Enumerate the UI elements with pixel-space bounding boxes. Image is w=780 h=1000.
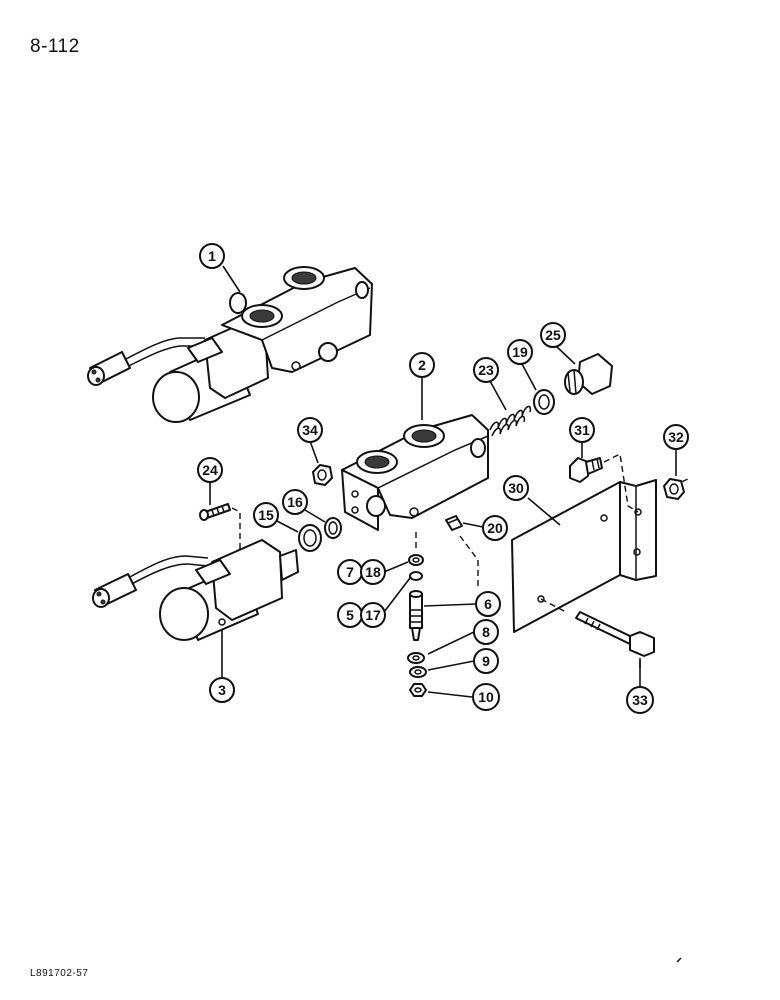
svg-text:15: 15 [258,507,274,523]
assembly-path-line [231,507,241,552]
leader-line [427,631,475,655]
callout-32: 32 [663,424,689,450]
bolt-icon [575,611,655,657]
svg-text:9: 9 [482,653,490,669]
svg-text:17: 17 [365,607,381,623]
callout-24: 24 [197,457,223,483]
solenoid-coil-icon [92,539,299,641]
callout-25: 25 [540,322,566,348]
leader-line [383,577,411,613]
callout-9: 9 [473,648,499,674]
leader-line [521,363,537,391]
callout-33: 33 [626,686,654,714]
assembly-path-line [415,532,479,606]
leader-line [527,497,561,526]
svg-text:23: 23 [478,362,494,378]
callout-31: 31 [569,417,595,443]
svg-text:34: 34 [302,422,318,438]
callout-19: 19 [507,339,533,365]
callout-3: 3 [209,677,235,703]
leader-line [462,522,484,528]
backup-ring-icon [408,554,424,566]
valve-body-icon [341,414,489,531]
scan-mark [676,957,682,963]
svg-text:18: 18 [365,564,381,580]
svg-text:32: 32 [668,429,684,445]
leader-line [489,380,507,411]
spring-icon [489,405,532,437]
svg-text:24: 24 [202,462,218,478]
leader-line [222,265,241,293]
callout-8: 8 [473,619,499,645]
callout-30: 30 [503,475,529,501]
svg-text:33: 33 [632,692,648,708]
leader-line [383,561,409,573]
leader-line [427,691,473,698]
callout-16: 16 [282,489,308,515]
washer-icon [407,652,425,664]
svg-text:7: 7 [346,564,354,580]
nut-icon [312,464,333,486]
svg-text:25: 25 [545,327,561,343]
svg-text:3: 3 [218,682,226,698]
svg-text:2: 2 [418,357,426,373]
leader-line [309,440,319,464]
svg-text:8: 8 [482,624,490,640]
nut-icon [663,478,685,500]
svg-text:19: 19 [512,344,528,360]
svg-text:10: 10 [478,689,494,705]
screw-icon [199,503,231,521]
svg-text:16: 16 [287,494,303,510]
callout-1: 1 [199,243,225,269]
leader-line [304,509,326,523]
o-ring-icon [324,517,342,539]
assembly-path-line [540,598,567,613]
callout-10: 10 [472,683,500,711]
solenoid-valve-assembly-icon [87,266,373,423]
callout-17: 17 [360,602,386,628]
bolt-icon [569,457,603,483]
plug-fitting-icon [564,353,613,395]
seal-ring-icon [298,524,322,552]
leader-line [555,345,576,365]
callout-23: 23 [473,357,499,383]
callout-6: 6 [475,591,501,617]
callout-15: 15 [253,502,279,528]
plug-icon [445,515,463,531]
illustration-reference-code: L891702-57 [30,968,89,979]
svg-text:20: 20 [487,520,503,536]
callout-7: 7 [337,559,363,585]
svg-text:30: 30 [508,480,524,496]
leader-line [427,660,475,671]
leader-line [423,603,477,607]
svg-text:6: 6 [484,596,492,612]
assembly-path-line [603,452,639,513]
valve-stem-icon [409,590,423,641]
svg-text:5: 5 [346,607,354,623]
nut-icon [409,683,427,697]
page-number: 8-112 [30,36,80,57]
washer-icon [533,389,555,415]
callout-2: 2 [409,352,435,378]
leader-line [276,520,299,533]
callout-18: 18 [360,559,386,585]
callout-34: 34 [297,417,323,443]
callout-5: 5 [337,602,363,628]
o-ring-icon [409,571,423,581]
callout-20: 20 [482,515,508,541]
svg-text:31: 31 [574,422,590,438]
washer-icon [409,666,427,678]
svg-text:1: 1 [208,248,216,264]
mounting-bracket-icon [511,479,657,633]
